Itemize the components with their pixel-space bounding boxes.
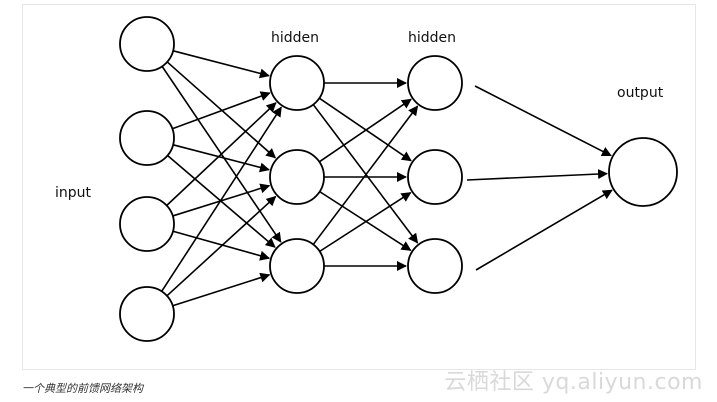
input-to-hidden1-arrow-4-2 [166,195,277,297]
hidden-layer-1-label: hidden [271,30,319,46]
hidden1-to-hidden2-arrow-2-1 [318,98,412,163]
hidden-1-node-2 [269,149,325,205]
figure-caption: 一个典型的前馈网络架构 [22,382,143,395]
input-node-1 [119,16,175,72]
hidden1-to-hidden2-arrow-1-2 [318,97,412,162]
hidden2-to-output-arrow-3 [475,189,613,271]
hidden-1-node-1 [269,55,325,111]
hidden1-to-hidden2-arrow-3-1 [312,105,419,245]
input-to-hidden1-arrow-3-3 [172,230,271,261]
input-to-hidden1-arrow-4-1 [161,106,282,292]
input-to-hidden1-arrow-1-2 [166,61,277,159]
hidden2-to-output-arrow-2 [466,169,609,181]
input-to-hidden1-arrow-2-2 [172,144,270,173]
hidden1-to-hidden2-arrow-1-3 [312,104,419,244]
hidden-2-node-3 [407,238,463,294]
network-nodes [119,16,678,342]
hidden-1-node-3 [269,238,325,294]
hidden-2-node-1 [407,55,463,111]
input-node-3 [119,196,175,252]
hidden-layer-2-label: hidden [408,30,456,46]
input-to-hidden1-arrow-2-1 [172,91,271,130]
input-to-hidden1-arrow-3-1 [166,102,277,207]
hidden1-to-hidden2-arrow-2-3 [319,190,412,251]
output-layer-label: output [617,85,664,101]
output-node-1 [608,137,678,207]
connection-arrows [161,50,613,307]
input-layer-label: input [55,185,92,201]
hidden2-to-output-arrow-1 [474,85,612,157]
watermark: 云栖社区 yq.aliyun.com [444,370,703,395]
input-node-2 [119,110,175,166]
input-node-4 [119,286,175,342]
hidden-2-node-2 [407,149,463,205]
input-to-hidden1-arrow-4-3 [172,272,271,307]
input-to-hidden1-arrow-1-1 [172,50,270,79]
hidden1-to-hidden2-arrow-3-2 [319,192,412,253]
